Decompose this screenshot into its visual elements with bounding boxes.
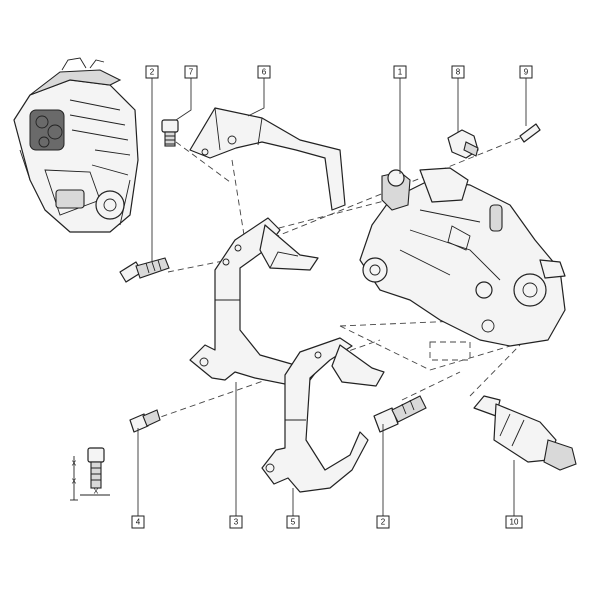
bracket-part-3 (189, 217, 326, 386)
bolt-part-4 (129, 409, 161, 433)
callout-3: 3 (229, 515, 243, 529)
bracket-part-6 (189, 107, 346, 211)
callout-1: 1 (393, 65, 407, 79)
callout-10: 10 (505, 515, 523, 529)
pin-part-9 (519, 123, 541, 143)
bracket-part-5 (261, 337, 385, 493)
engine-overview-illustration (13, 57, 139, 233)
bolt-part-2-upper (119, 257, 170, 283)
callout-label: 2 (150, 68, 155, 77)
valve-part-10 (473, 395, 577, 471)
callout-label: 1 (398, 68, 403, 77)
callout-label: 9 (524, 68, 529, 77)
callout-label: 5 (291, 518, 296, 527)
callout-8: 8 (451, 65, 465, 79)
fastener-torque-detail (70, 447, 110, 501)
callout-label: 7 (189, 68, 194, 77)
callout-label: 4 (136, 518, 141, 527)
callout-7: 7 (184, 65, 198, 79)
torque-mark-3: X (94, 489, 99, 496)
callout-2-top: 2 (145, 65, 159, 79)
callout-label: 8 (456, 68, 461, 77)
callout-2-bottom: 2 (376, 515, 390, 529)
callout-label: 6 (262, 68, 267, 77)
sensor-part-8 (447, 129, 479, 159)
torque-mark-1: X (72, 461, 77, 468)
screw-part-7 (161, 119, 179, 147)
callout-label: 10 (510, 518, 519, 527)
bolt-part-2-lower (373, 395, 427, 433)
fuel-pump-part-1 (359, 167, 566, 347)
callout-label: 3 (234, 518, 239, 527)
callout-5: 5 (286, 515, 300, 529)
callout-leader-lines (137, 78, 527, 516)
callout-6: 6 (257, 65, 271, 79)
torque-mark-2: X (72, 479, 77, 486)
callout-4: 4 (131, 515, 145, 529)
callout-label: 2 (381, 518, 386, 527)
callout-9: 9 (519, 65, 533, 79)
